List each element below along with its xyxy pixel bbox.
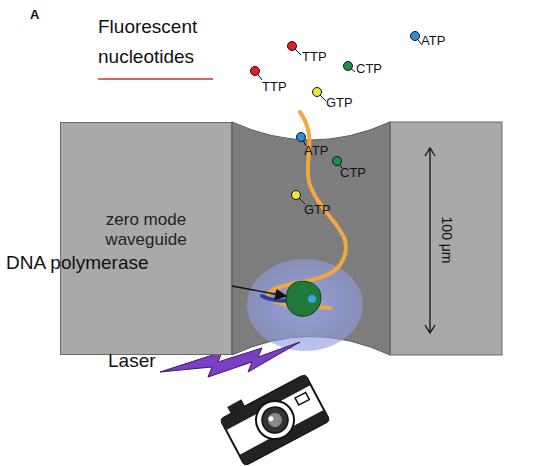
underline [98, 78, 213, 80]
nucleotide-label: GTP [304, 203, 331, 218]
dna-polymerase [286, 281, 321, 316]
nucleotide-label: ATP [421, 34, 445, 49]
block-label: zero mode waveguide [86, 210, 206, 250]
waveguide-block: zero mode waveguide [60, 122, 232, 355]
nucleotide-label: CTP [356, 62, 382, 77]
waveguide-block [390, 122, 502, 355]
nucleotide-markers [251, 32, 422, 205]
heading-label: Fluorescent nucleotides [98, 12, 218, 73]
nucleotide-label: GTP [326, 96, 353, 111]
waveguide-well [232, 122, 390, 355]
dna-strand [268, 112, 346, 308]
nucleotide-label: TTP [262, 80, 287, 95]
illumination-volume [247, 259, 363, 351]
dimension-label: 100 μm [438, 217, 454, 264]
dimension-arrow [425, 148, 435, 333]
nucleotide-label: TTP [302, 50, 327, 65]
nucleotide-label: CTP [340, 166, 366, 181]
camera-icon [217, 367, 330, 465]
panel-letter: A [30, 8, 39, 23]
part-label: DNA polymerase [6, 252, 149, 274]
part-label: Laser [108, 350, 156, 372]
nucleotide-label: ATP [304, 144, 328, 159]
